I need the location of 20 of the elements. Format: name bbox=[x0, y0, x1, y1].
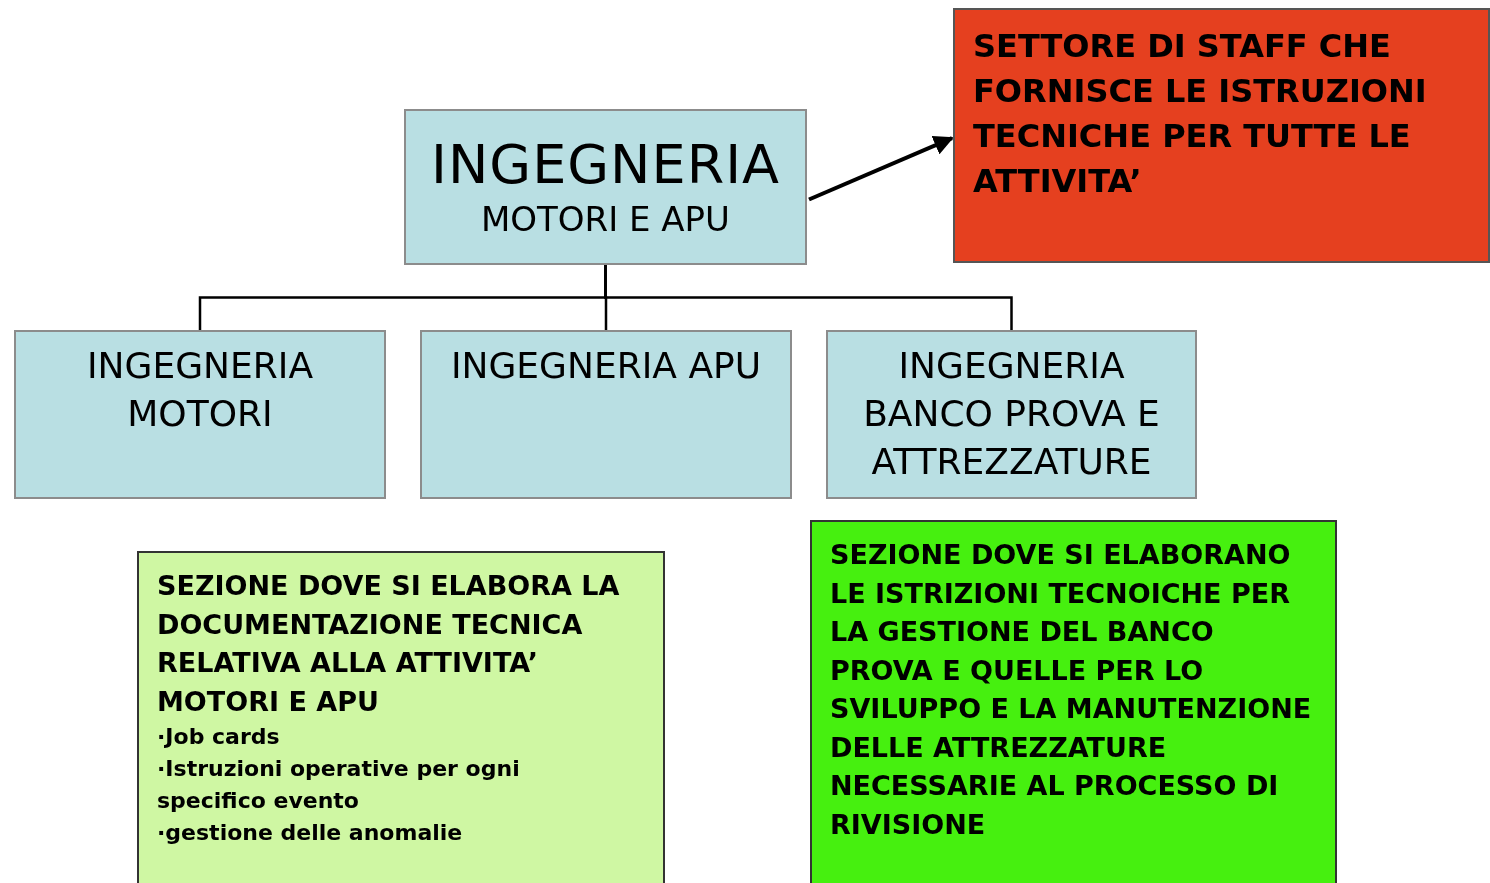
unit-box bbox=[420, 330, 792, 499]
department-box bbox=[404, 109, 807, 265]
staff-note-box bbox=[953, 8, 1490, 263]
unit-box bbox=[14, 330, 386, 499]
note-text: SETTORE DI STAFF CHE FORNISCE LE ISTRUZIONI TECNICHE PER TUTTE LE ATTIVITA’ bbox=[973, 26, 1428, 202]
title-text: MOTORI E APU bbox=[481, 198, 730, 241]
unit-label: INGEGNERIA APU bbox=[450, 344, 762, 388]
unit-label: INGEGNERIA BANCO PROVA E ATTREZZATURE bbox=[862, 344, 1161, 484]
arrow bbox=[808, 135, 954, 202]
unit-label: INGEGNERIA MOTORI bbox=[86, 344, 314, 436]
title-text: INGEGNERIA bbox=[431, 133, 780, 197]
bullet-item: ·Job cards bbox=[157, 723, 281, 751]
note-text: SEZIONE DOVE SI ELABORA LA DOCUMENTAZIONE TECNICA RELATIVA ALLA ATTIVITA’ MOTORI E APU bbox=[157, 569, 621, 719]
section-note-box bbox=[137, 551, 665, 883]
unit-box bbox=[826, 330, 1197, 499]
connector-line bbox=[604, 265, 1013, 330]
note-text: SEZIONE DOVE SI ELABORANO LE ISTRIZIONI TECNOICHE PER LA GESTIONE DEL BANCO PROVA E QUELLE PER LO SVILUPPO E LA MANUTENZIONE DELLE ATTREZZATURE NECESSARIE AL PROCESSO DI RIVISIONE bbox=[830, 538, 1313, 842]
bullet-item: ·Istruzioni operative per ogni specifico evento bbox=[157, 755, 521, 815]
section-note-box bbox=[810, 520, 1337, 883]
bullet-item: ·gestione delle anomalie bbox=[157, 819, 464, 847]
